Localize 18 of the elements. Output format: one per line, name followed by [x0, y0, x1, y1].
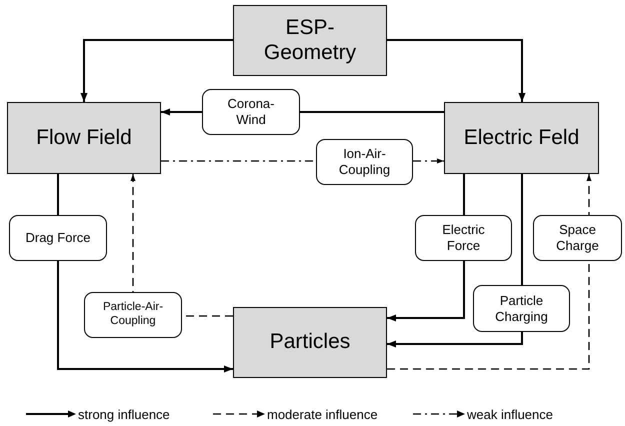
- arrow: [387, 174, 592, 370]
- edge-label: Space Charge: [533, 215, 622, 261]
- arrow: [387, 39, 526, 102]
- legend-text: moderate influence: [267, 406, 378, 422]
- legend-text: weak influence: [467, 406, 553, 422]
- edge-label: Corona-Wind: [202, 89, 300, 135]
- arrow: [80, 39, 233, 102]
- process-box: ESP-Geometry: [233, 5, 387, 76]
- edge-label: Particle-Air-Coupling: [84, 292, 182, 338]
- edge-label: Drag Force: [9, 215, 107, 261]
- arrow: [57, 174, 233, 372]
- process-box: Flow Field: [7, 102, 161, 174]
- edge-label: Electric Force: [415, 215, 512, 261]
- process-box: Particles: [233, 307, 387, 378]
- edge-label: Particle Charging: [473, 285, 570, 332]
- process-box: Electric Feld: [444, 102, 599, 174]
- edge-label: Ion-Air-Coupling: [316, 139, 413, 185]
- legend-text: strong influence: [78, 406, 170, 422]
